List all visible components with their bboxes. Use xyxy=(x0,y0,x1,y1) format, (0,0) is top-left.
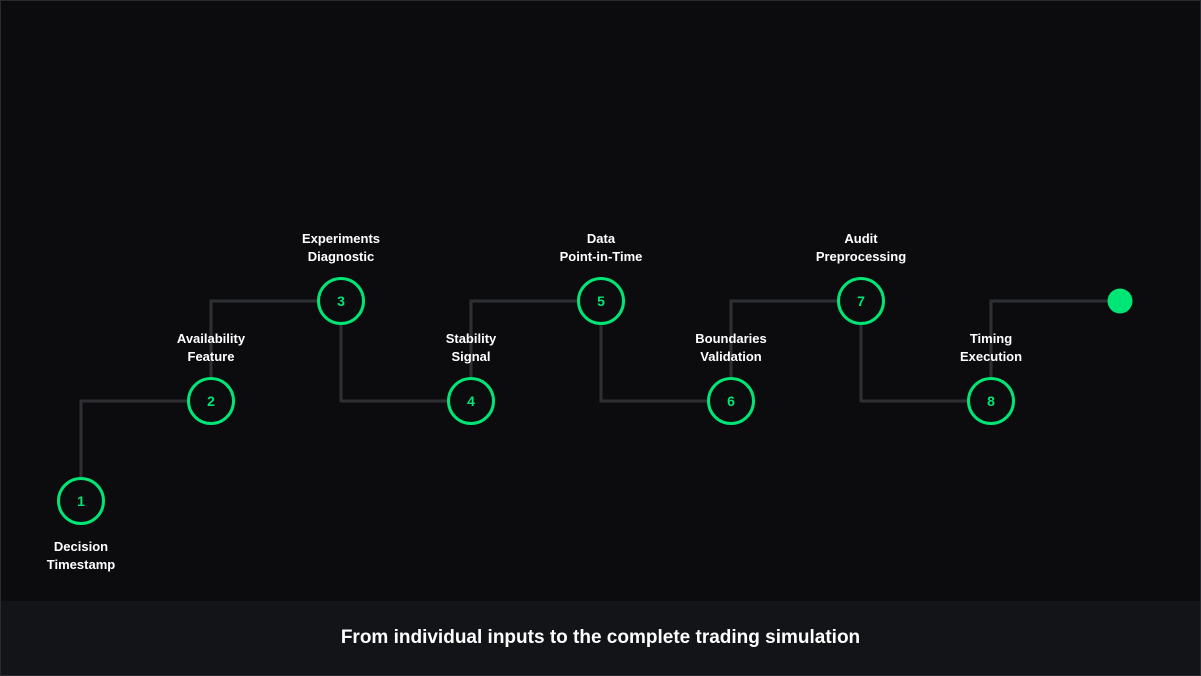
step-number-2: 2 xyxy=(207,393,215,409)
step-ring-7 xyxy=(837,277,885,325)
step-ring-1 xyxy=(57,477,105,525)
step-node-5: 5 Data Point-in-Time xyxy=(560,231,643,325)
step-label-1-line1: Decision xyxy=(54,539,108,554)
step-label-4-line1: Stability xyxy=(446,331,497,346)
connector-2-3 xyxy=(209,299,341,401)
step-label-8-line1: Timing xyxy=(970,331,1012,346)
step-ring-3 xyxy=(317,277,365,325)
step-ring-4 xyxy=(447,377,495,425)
step-node-6: 6 Boundaries Validation xyxy=(695,331,767,425)
connector-3-4 xyxy=(339,301,471,403)
step-ring-8 xyxy=(967,377,1015,425)
connector-4-5 xyxy=(469,299,601,401)
footer-caption: From individual inputs to the complete t… xyxy=(340,627,861,648)
step-ring-6 xyxy=(707,377,755,425)
step-label-5-line1: Data xyxy=(587,231,616,246)
step-node-3: 3 Experiments Diagnostic xyxy=(302,231,380,325)
step-label-6-line1: Boundaries xyxy=(695,331,767,346)
footer-bar: From individual inputs to the complete t… xyxy=(1,601,1200,675)
connectors xyxy=(79,299,1120,501)
step-number-3: 3 xyxy=(337,293,345,309)
connector-5-6 xyxy=(599,301,731,403)
step-node-2: 2 Availability Feature xyxy=(177,331,246,425)
step-number-8: 8 xyxy=(987,393,995,409)
step-label-6-line2: Validation xyxy=(700,349,761,364)
step-label-3-line1: Experiments xyxy=(302,231,380,246)
step-label-2-line1: Availability xyxy=(177,331,246,346)
connector-6-7 xyxy=(729,299,861,401)
step-number-4: 4 xyxy=(467,393,475,409)
step-diagram: 1 Decision Timestamp 2 Availability Feat… xyxy=(47,231,1133,572)
connector-7-8 xyxy=(859,301,991,403)
step-node-1: 1 Decision Timestamp xyxy=(47,477,115,572)
step-node-7: 7 Audit Preprocessing xyxy=(816,231,906,325)
step-label-2-line2: Feature xyxy=(188,349,235,364)
step-label-5-line2: Point-in-Time xyxy=(560,249,643,264)
step-node-8: 8 Timing Execution xyxy=(960,331,1022,425)
step-number-7: 7 xyxy=(857,293,865,309)
step-label-7-line2: Preprocessing xyxy=(816,249,906,264)
connector-8-end xyxy=(989,299,1120,401)
step-number-1: 1 xyxy=(77,493,85,509)
step-ring-2 xyxy=(187,377,235,425)
connector-1-2 xyxy=(79,399,211,501)
step-number-5: 5 xyxy=(597,293,605,309)
step-label-8-line2: Execution xyxy=(960,349,1022,364)
step-number-6: 6 xyxy=(727,393,735,409)
step-label-7-line1: Audit xyxy=(844,231,878,246)
step-label-3-line2: Diagnostic xyxy=(308,249,374,264)
step-label-1-line2: Timestamp xyxy=(47,557,115,572)
step-label-4-line2: Signal xyxy=(451,349,490,364)
end-point-dot xyxy=(1107,288,1133,314)
step-node-4: 4 Stability Signal xyxy=(446,331,497,425)
step-ring-5 xyxy=(577,277,625,325)
